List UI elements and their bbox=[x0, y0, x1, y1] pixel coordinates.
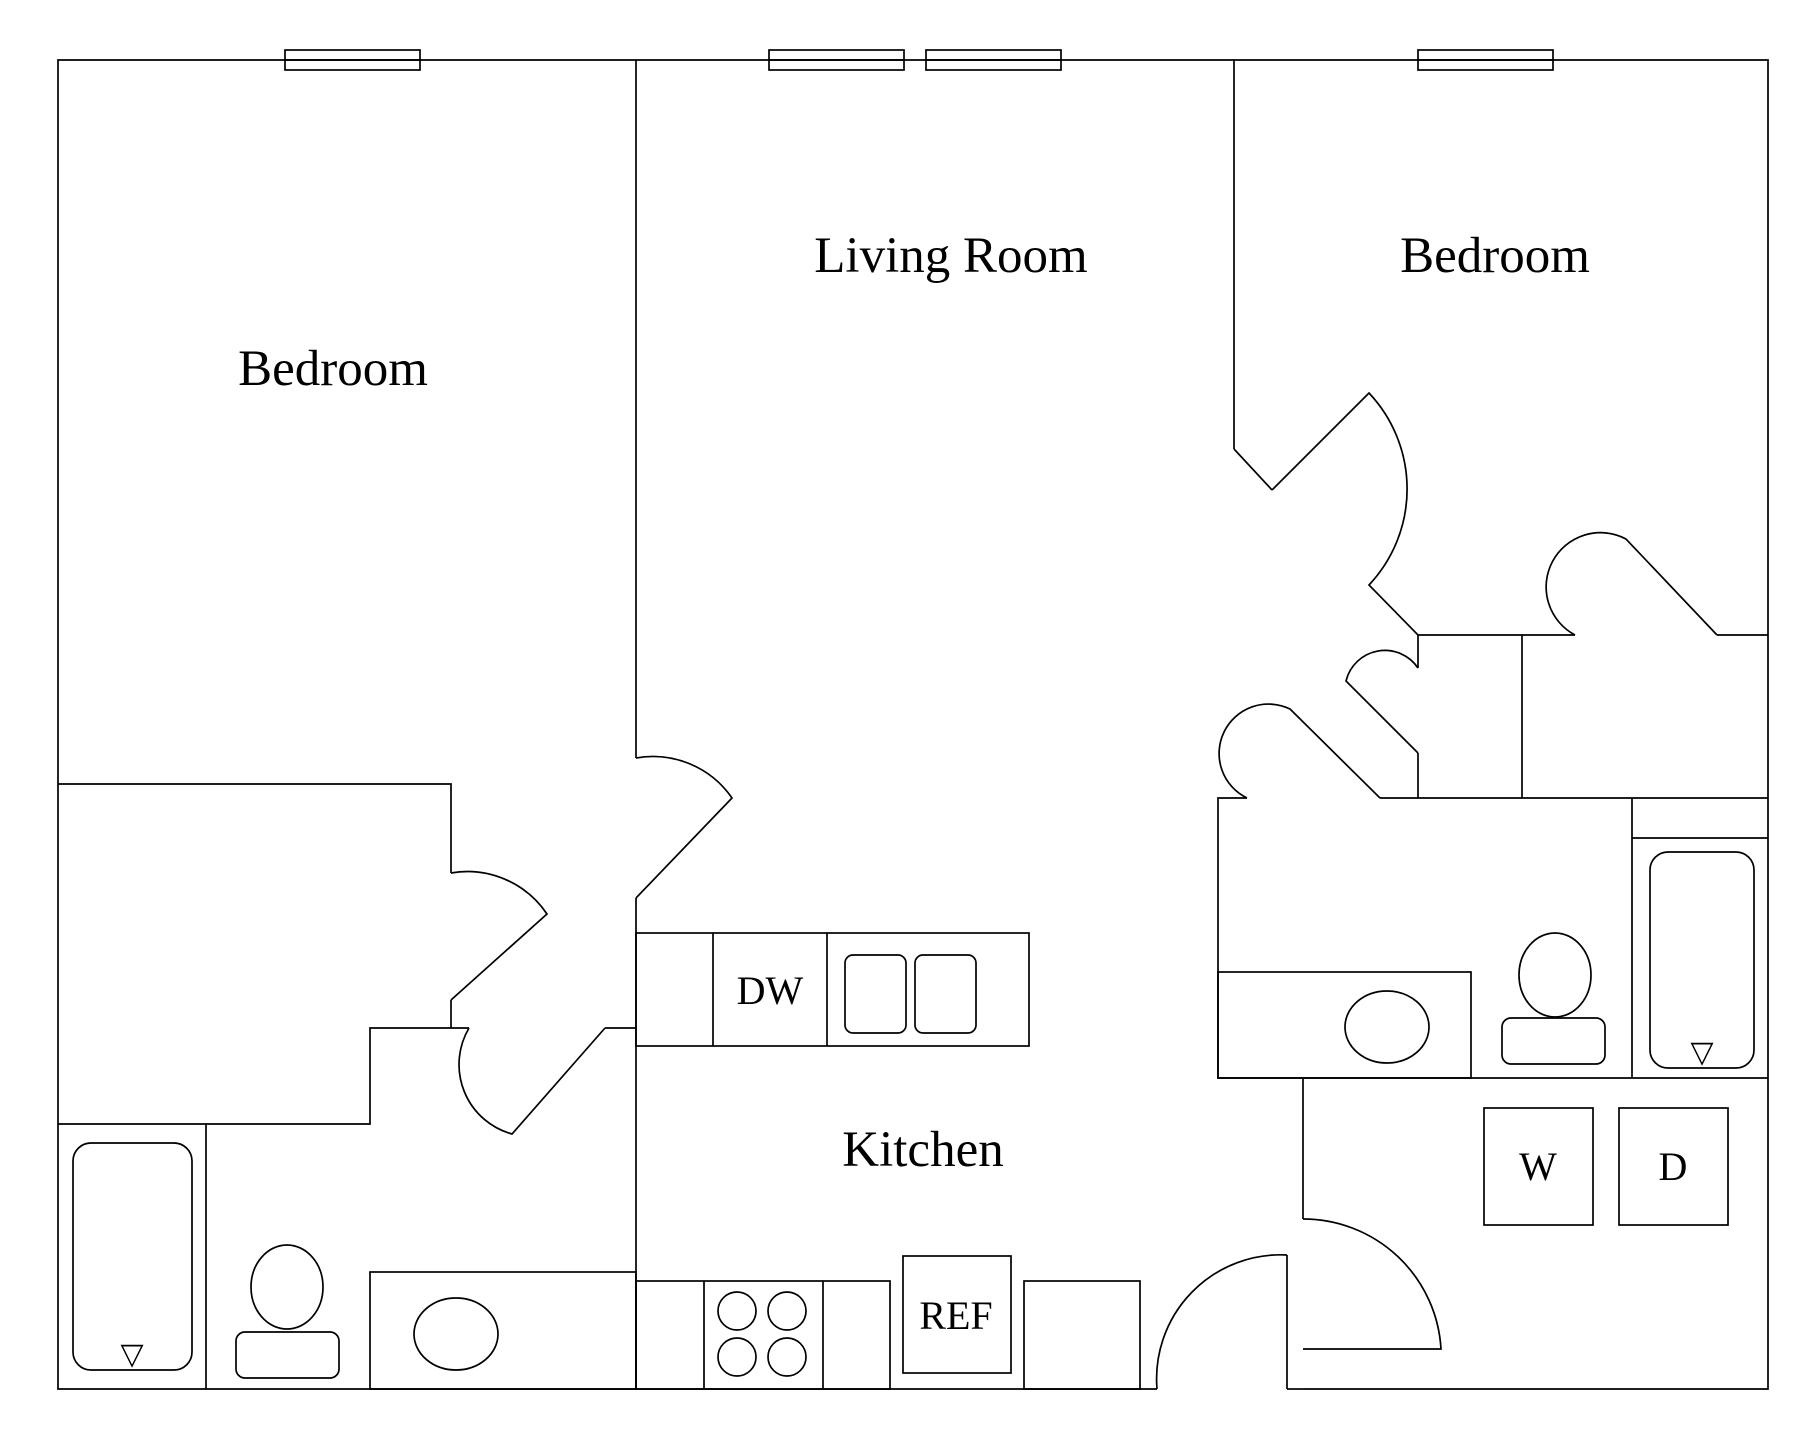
bath-wall bbox=[58, 1027, 469, 1125]
sink-basin bbox=[844, 954, 907, 1034]
bathtub bbox=[72, 1142, 193, 1371]
front-door bbox=[1155, 1254, 1288, 1390]
stove-burner bbox=[767, 1337, 807, 1377]
windows bbox=[284, 49, 1554, 71]
bedroom-right-label: Bedroom bbox=[1400, 228, 1590, 284]
tub-drain-icon: ▽ bbox=[1690, 1035, 1713, 1070]
refrigerator bbox=[902, 1255, 1012, 1374]
kitchen-label: Kitchen bbox=[842, 1122, 1003, 1178]
bath-door bbox=[1218, 703, 1381, 799]
vanity-sink bbox=[1344, 990, 1430, 1064]
stove-burner bbox=[717, 1291, 757, 1331]
partition-wall bbox=[1233, 448, 1273, 491]
doors bbox=[450, 391, 1718, 1390]
vanity-sink bbox=[413, 1297, 499, 1371]
left-bath-door bbox=[458, 1027, 606, 1135]
tub-drain-icon: ▽ bbox=[120, 1337, 143, 1372]
closet-wall bbox=[58, 783, 452, 873]
kitchen-counter bbox=[635, 932, 1030, 1047]
stove-burner bbox=[717, 1337, 757, 1377]
left-bedroom-door bbox=[635, 755, 734, 899]
dishwasher-label: DW bbox=[737, 968, 804, 1013]
dryer-label: D bbox=[1659, 1144, 1688, 1189]
bath-wall bbox=[1217, 797, 1768, 1079]
toilet-bowl bbox=[250, 1244, 324, 1330]
right-closet-door bbox=[1345, 649, 1419, 754]
toilet-bowl bbox=[1518, 932, 1592, 1018]
vanity-counter bbox=[369, 1271, 637, 1390]
refrigerator-label: REF bbox=[919, 1293, 992, 1338]
toilet-tank bbox=[235, 1331, 340, 1379]
lower-counter bbox=[635, 1280, 891, 1390]
washer-label: W bbox=[1519, 1144, 1557, 1189]
laundry-door bbox=[1302, 1218, 1442, 1350]
washer bbox=[1483, 1107, 1594, 1226]
sink-basin bbox=[914, 954, 977, 1034]
bathtub bbox=[1649, 851, 1755, 1069]
exterior-wall bbox=[57, 59, 1769, 1390]
right-closet-door bbox=[1545, 531, 1718, 636]
left-closet-door bbox=[450, 870, 549, 1001]
walls bbox=[57, 59, 1769, 1390]
labels: Bedroom Living Room Bedroom Kitchen DW R… bbox=[120, 228, 1713, 1372]
right-bedroom-door bbox=[1271, 391, 1419, 636]
vanity-counter bbox=[1217, 971, 1472, 1079]
living-room-label: Living Room bbox=[814, 228, 1087, 284]
side-counter bbox=[1023, 1280, 1141, 1390]
fixtures bbox=[72, 851, 1755, 1390]
dryer bbox=[1618, 1107, 1729, 1226]
bedroom-left-label: Bedroom bbox=[238, 341, 428, 397]
stove-burner bbox=[767, 1291, 807, 1331]
toilet-tank bbox=[1501, 1017, 1606, 1065]
